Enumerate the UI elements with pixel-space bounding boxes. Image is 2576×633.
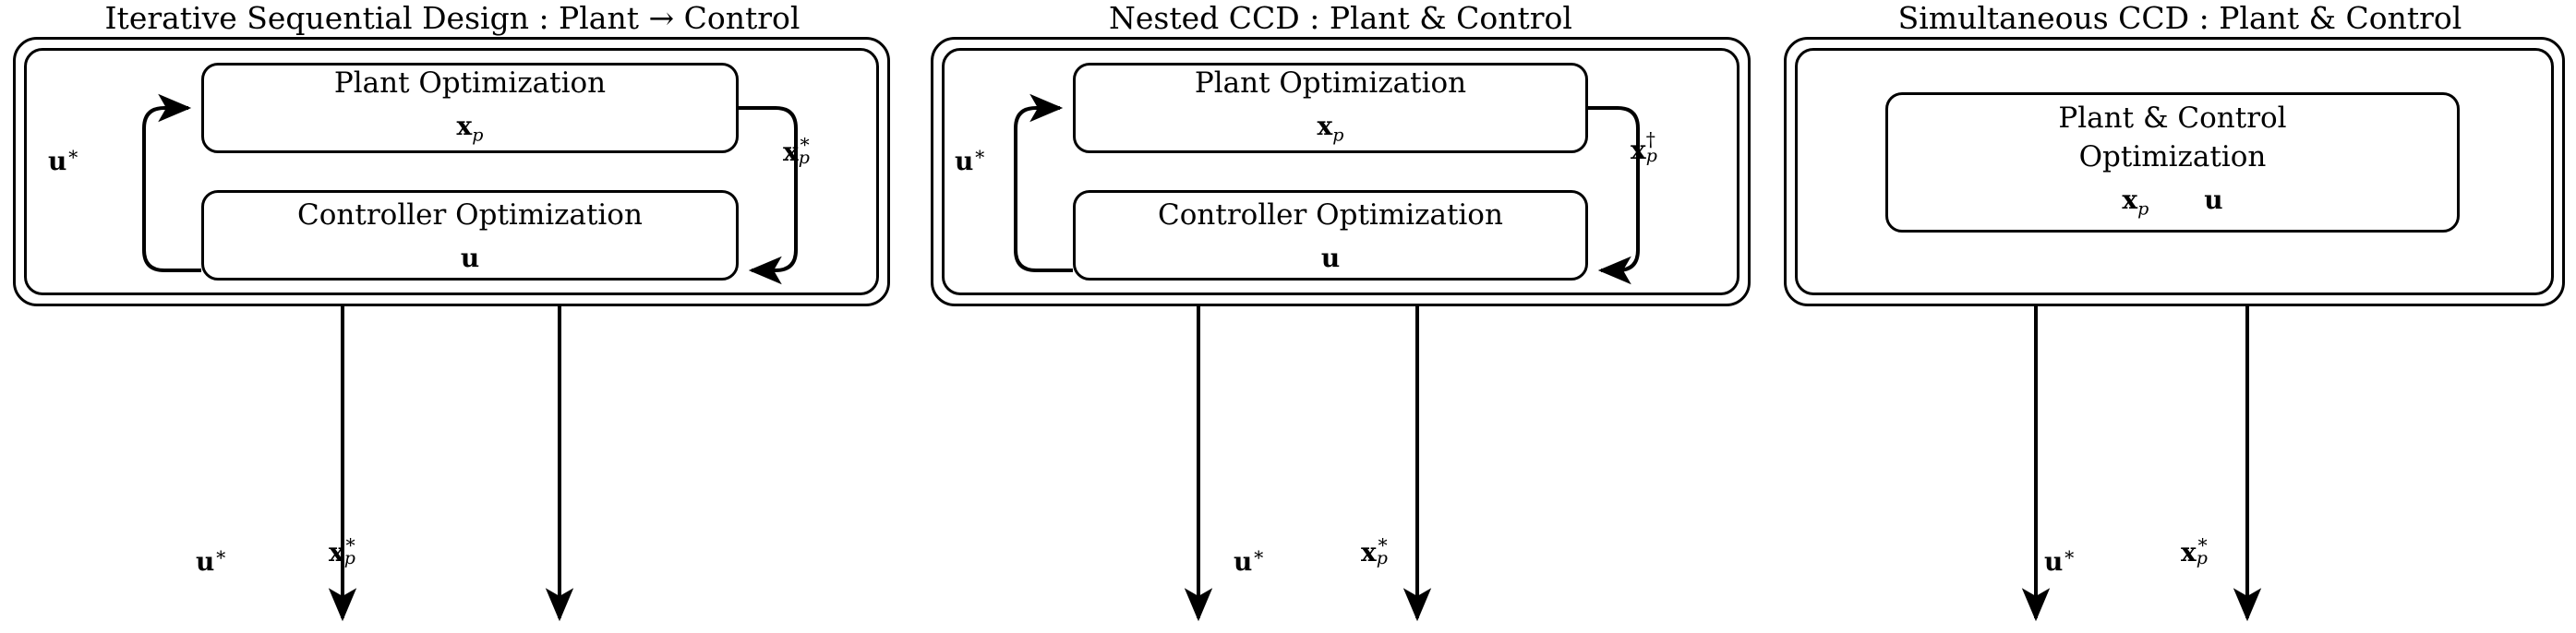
box-vars-controller-optimization-p1: u [461, 245, 479, 272]
panel-iterative-sequential: Iterative Sequential Design : Plant → Co… [0, 0, 905, 633]
panel-nested-ccd: Nested CCD : Plant & Control Plant Optim… [931, 0, 1751, 633]
var-u: u [2204, 185, 2223, 216]
output-label-xp-p2: x∗p [1361, 530, 1390, 568]
box-controller-optimization-p1[interactable]: Controller Optimization u [201, 190, 739, 281]
output-label-u-p2: u∗ [1234, 543, 1266, 578]
outer-frame-inner-simultaneous-ccd [1795, 48, 2554, 295]
panel-title-nested-ccd: Nested CCD : Plant & Control [1109, 0, 1572, 36]
box-vars-plant-control-p3: xp u [2122, 186, 2222, 223]
box-vars-plant-optimization-p1: xp [457, 113, 484, 149]
var-u: u [460, 243, 480, 273]
box-title-line2-p3: Optimization [2078, 140, 2267, 174]
box-controller-optimization-p2[interactable]: Controller Optimization u [1073, 190, 1588, 281]
edge-label-right-p2: x†p [1631, 127, 1657, 166]
box-plant-optimization-p1[interactable]: Plant Optimization xp [201, 63, 739, 153]
output-label-xp-p1: x∗p [329, 530, 357, 568]
box-title-controller-optimization-p2: Controller Optimization [1158, 198, 1503, 232]
var-u: u [1320, 243, 1341, 273]
output-label-u-p3: u∗ [2044, 543, 2076, 578]
box-title-line1-p3: Plant & Control [2058, 102, 2287, 136]
edge-label-left-p1: u∗ [48, 143, 80, 177]
var-xp: xp [456, 111, 484, 146]
box-title-plant-optimization-p2: Plant Optimization [1194, 66, 1467, 101]
output-label-xp-p3: x∗p [2181, 530, 2209, 568]
box-plant-optimization-p2[interactable]: Plant Optimization xp [1073, 63, 1588, 153]
box-title-controller-optimization-p1: Controller Optimization [297, 198, 643, 232]
panel-title-iterative-sequential: Iterative Sequential Design : Plant → Co… [104, 0, 800, 36]
edge-label-left-p2: u∗ [955, 143, 987, 177]
output-label-u-p1: u∗ [196, 543, 228, 578]
panel-title-simultaneous-ccd: Simultaneous CCD : Plant & Control [1897, 0, 2462, 36]
box-title-plant-optimization-p1: Plant Optimization [333, 66, 607, 101]
box-vars-controller-optimization-p2: u [1321, 245, 1340, 272]
outer-frame-inner-nested-ccd [942, 48, 1739, 295]
box-vars-plant-optimization-p2: xp [1318, 113, 1344, 149]
outer-frame-inner-iterative-sequential [24, 48, 879, 295]
var-xp: xp [2122, 185, 2149, 220]
panel-simultaneous-ccd: Simultaneous CCD : Plant & Control Plant… [1784, 0, 2576, 633]
edge-label-right-p1: x∗p [783, 129, 812, 168]
box-plant-control-optimization-p3[interactable]: Plant & Control Optimization xp u [1885, 92, 2460, 233]
var-xp: xp [1317, 111, 1344, 146]
